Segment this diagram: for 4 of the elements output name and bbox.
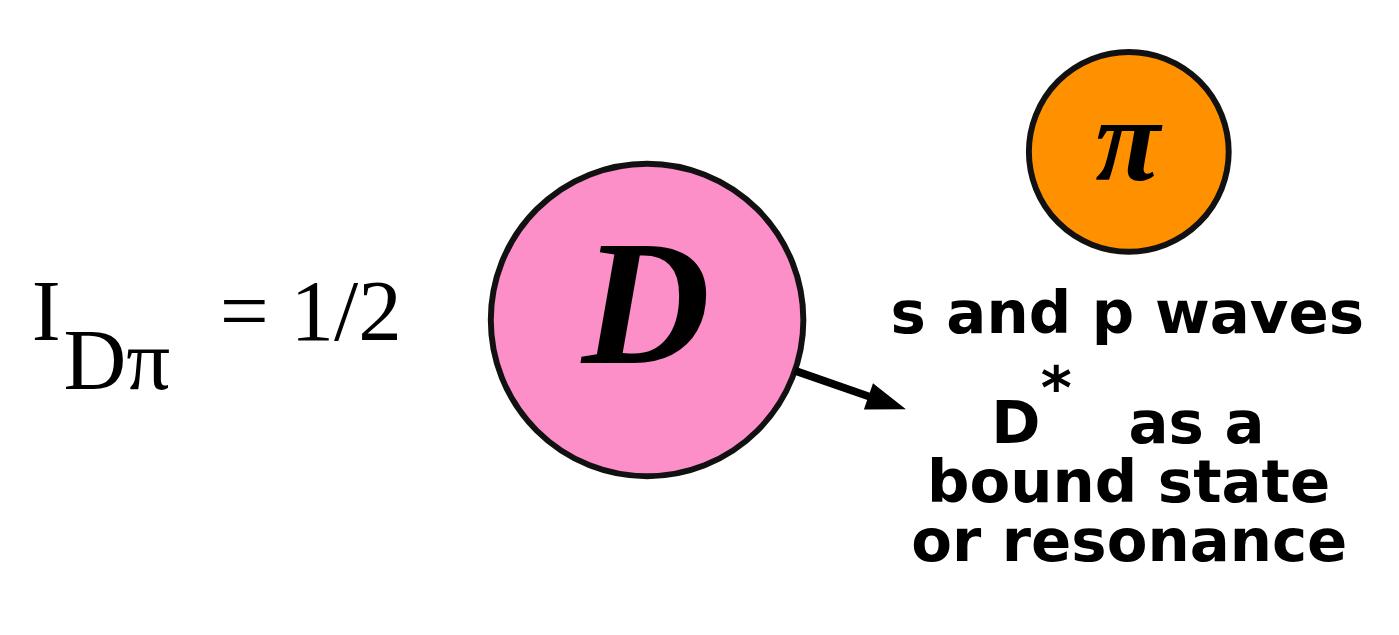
node-circle: π <box>1025 48 1232 255</box>
label: s and p waves <box>890 277 1364 347</box>
arrow <box>793 367 906 410</box>
node-circle: D <box>487 160 807 480</box>
